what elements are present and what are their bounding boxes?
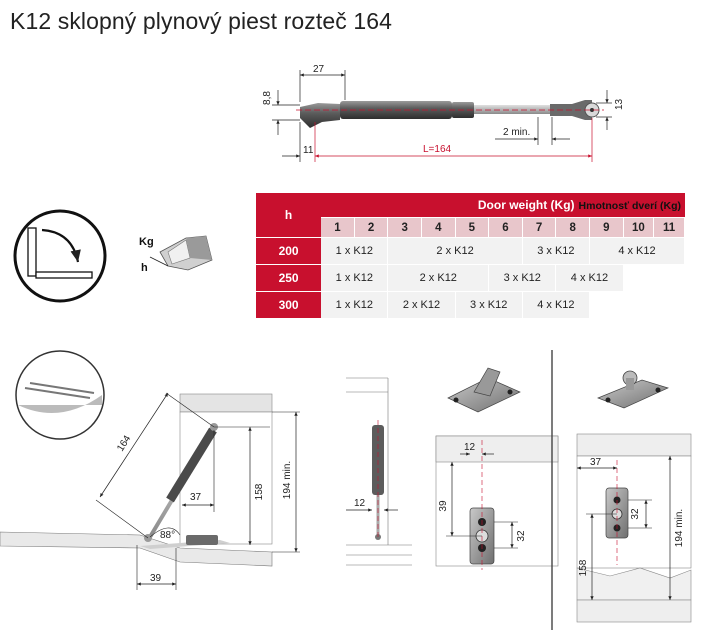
dim-right-label: 13	[614, 98, 625, 110]
dim-min-label: 2 min.	[503, 127, 530, 138]
dim-37-label: 37	[190, 492, 202, 503]
table-column-header: 8	[556, 217, 590, 237]
table-column-header: 6	[489, 217, 523, 237]
bracket-dim-39-label: 39	[438, 500, 449, 512]
door-rotation-icon	[13, 209, 107, 303]
right-dim-32-label: 32	[630, 508, 641, 520]
header-subtitle: Hmotnosť dverí (Kg)	[578, 200, 681, 212]
right-dim-158-label: 158	[578, 559, 589, 576]
table-column-header: 2	[354, 217, 389, 237]
header-title: Door weight (Kg)	[477, 198, 575, 212]
h-label: h	[141, 262, 148, 274]
gas-piston-side-view	[296, 100, 604, 128]
table-column-header: 11	[654, 217, 685, 237]
page-title: K12 sklopný plynový piest rozteč 164	[10, 8, 393, 34]
dim-158-label: 158	[254, 483, 265, 500]
dim-88-label: 88°	[160, 530, 175, 541]
table-cell: 2 x K12	[388, 291, 456, 318]
table-cell: 4 x K12	[522, 291, 590, 318]
right-dim-37-label: 37	[590, 457, 602, 468]
table-row-h: 200	[256, 237, 322, 264]
table-cell: 4 x K12	[556, 264, 624, 291]
table-cell: 1 x K12	[321, 264, 389, 291]
kg-label: Kg	[139, 236, 154, 248]
table-h-header: h	[256, 193, 322, 237]
top-dimensions: 27 8,8 13 2 min. 11 L=164	[262, 64, 625, 162]
cabinet-side-view: 12	[346, 377, 412, 566]
bracket-dim-32-label: 32	[516, 530, 527, 542]
table-cell: 3 x K12	[522, 237, 590, 264]
table-cell: 3 x K12	[455, 291, 523, 318]
table-cell: 2 x K12	[388, 237, 523, 264]
bracket-lower-view: 12 39 32	[435, 367, 559, 570]
table-cell: 1 x K12	[321, 237, 389, 264]
weight-height-icon: Kg h	[139, 235, 213, 274]
table-row-h: 300	[256, 291, 322, 318]
table-cell: 3 x K12	[489, 264, 557, 291]
dim-194-label: 194 min.	[282, 461, 293, 499]
table-column-header: 1	[321, 217, 355, 237]
table-column-header: 4	[421, 217, 456, 237]
bracket-upper-view: 37 32 194 min. 158	[576, 370, 692, 623]
table-column-header: 3	[388, 217, 422, 237]
table-column-header: 7	[522, 217, 557, 237]
table-cell: 2 x K12	[388, 264, 490, 291]
installation-view: 164 37 158 194 min. 88° 39	[0, 350, 300, 590]
dim-length-label: L=164	[423, 144, 452, 155]
dim-left-label: 11	[303, 145, 314, 156]
dim-39-label: 39	[150, 573, 162, 584]
table-weight-header: Door weight (Kg)Hmotnosť dverí (Kg)	[321, 193, 685, 217]
table-row-h: 250	[256, 264, 322, 291]
bracket-dim-12-label: 12	[464, 442, 476, 453]
right-dim-194-label: 194 min.	[674, 509, 685, 547]
table-column-header: 9	[589, 217, 624, 237]
table-cell	[623, 264, 685, 291]
table-cell	[589, 291, 685, 318]
table-column-header: 10	[623, 217, 655, 237]
dim-164-label: 164	[115, 433, 133, 453]
table-cell: 1 x K12	[321, 291, 389, 318]
table-column-header: 5	[455, 217, 490, 237]
table-cell: 4 x K12	[589, 237, 685, 264]
dim-width-label: 27	[313, 64, 325, 75]
mid-dim-12-label: 12	[354, 498, 366, 509]
dim-height-label: 8,8	[262, 91, 273, 105]
